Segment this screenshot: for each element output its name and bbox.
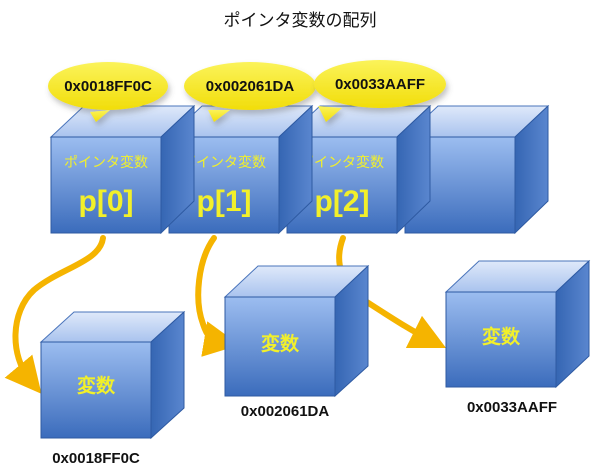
variable-address: 0x002061DA [241, 403, 330, 420]
variable-box-1: 変数 [223, 264, 370, 398]
address-bubbles: 0x0018FF0C 0x002061DA 0x0033AAFF [48, 60, 446, 122]
variable-label: 変数 [261, 332, 300, 355]
pointer-array: ポインタ変数 p[2] ポインタ変数 p[1] ポインタ変数 p[0] [49, 104, 550, 235]
array-cell-p0: ポインタ変数 p[0] [49, 104, 196, 235]
arrow-p1-to-var1 [195, 235, 240, 357]
cell-type-label: ポインタ変数 [300, 154, 384, 171]
address-bubble-text: 0x0018FF0C [64, 78, 152, 95]
cell-element-label: p[2] [315, 185, 370, 218]
arrow-p0-to-var0 [4, 235, 106, 394]
arrow-p2-to-var2 [336, 235, 447, 349]
cell-element-label: p[1] [197, 185, 252, 218]
variable-address: 0x0033AAFF [467, 399, 557, 416]
variable-box-0: 変数 [39, 310, 186, 440]
address-bubble-p1 [184, 62, 316, 122]
diagram-title: ポインタ変数の配列 [224, 11, 377, 31]
variable-label: 変数 [482, 325, 521, 348]
cell-type-label: ポインタ変数 [182, 154, 266, 171]
variable-label: 変数 [77, 374, 116, 397]
cell-element-label: p[0] [79, 185, 134, 218]
address-bubble-text: 0x002061DA [206, 78, 295, 95]
address-bubble-text: 0x0033AAFF [335, 76, 425, 93]
pointer-arrows [4, 235, 447, 394]
cell-type-label: ポインタ変数 [64, 154, 148, 171]
address-bubble-p2 [314, 60, 446, 122]
variable-address: 0x0018FF0C [52, 450, 140, 467]
address-bubble-p0 [48, 62, 168, 122]
target-variables: 変数 0x0018FF0C 変数 0x002061DA 変数 0x0033AAF… [39, 259, 591, 467]
variable-box-2: 変数 [444, 259, 591, 389]
